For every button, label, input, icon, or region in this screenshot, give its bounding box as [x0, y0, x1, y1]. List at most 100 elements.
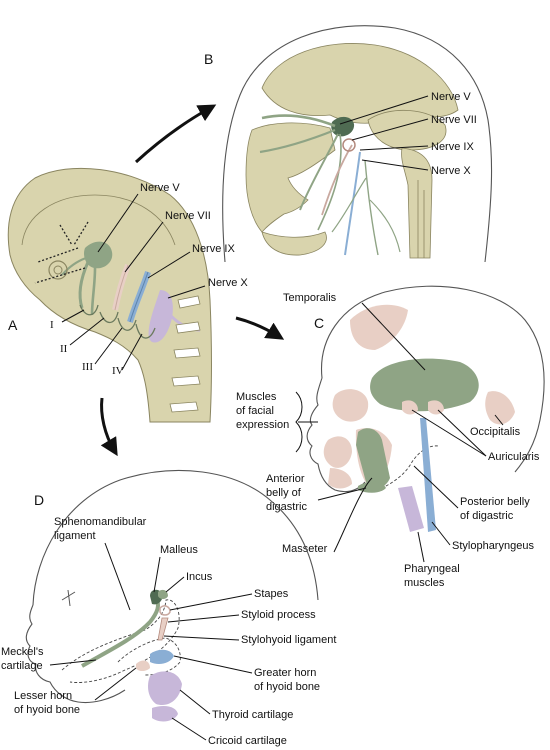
arrow-to-panel-d: [100, 397, 118, 457]
panel-b-cerebellum: [367, 109, 447, 151]
panel-c-label-masseter: Masseter: [282, 543, 328, 555]
panel-c-label-anterior-2: belly of: [266, 487, 302, 499]
panel-c-muscle-masseter: [356, 428, 390, 489]
panel-a-eye-inner: [53, 265, 63, 275]
panel-d-label-stylohyoid: Stylohyoid ligament: [241, 634, 336, 646]
panel-c-digastric-dashed: [371, 445, 439, 493]
panel-d-thyroid-cartilage: [148, 671, 182, 706]
panel-d-label-meckels-1: Meckel's: [1, 646, 44, 658]
arrow-to-panel-b: [134, 104, 217, 164]
panel-a-pharyngeal-arches: [79, 304, 156, 339]
panel-c-muscle-auricularis-2: [428, 400, 444, 415]
panel-c-stylopharyngeus: [420, 418, 436, 532]
panel-c-face-profile: [306, 377, 366, 493]
panel-c-label-stylopharyngeus: Stylopharyngeus: [452, 540, 534, 552]
panel-a-arch-ii: II: [60, 343, 68, 355]
panel-d-label-lesser-horn-1: Lesser horn: [14, 690, 72, 702]
panel-c-digastric-anterior: [358, 481, 386, 493]
panel-b-head-outline: [222, 25, 493, 263]
panel-d-cricoid-cartilage: [152, 706, 178, 722]
panel-b-letter: B: [204, 51, 213, 67]
panel-b-spinal-column: [417, 180, 425, 258]
panel-d-label-sphenomandibular-2: ligament: [54, 530, 96, 542]
panel-d-label-incus: Incus: [186, 571, 213, 583]
panel-d-label-lesser-horn-2: of hyoid bone: [14, 704, 80, 716]
panel-d-letter: D: [34, 492, 44, 508]
panel-c-label-facial-1: Muscles: [236, 391, 277, 403]
panel-c-label-pharyngeal-1: Pharyngeal: [404, 563, 460, 575]
panel-d-label-cricoid: Cricoid cartilage: [208, 735, 287, 747]
panel-c-label-posterior-2: of digastric: [460, 510, 514, 522]
panel-d-label-stapes: Stapes: [254, 588, 289, 600]
panel-b-label-nerve-ix: Nerve IX: [431, 141, 474, 153]
panel-b-brain: [261, 43, 459, 124]
panel-c-label-facial-2: of facial: [236, 405, 274, 417]
panel-a-label-nerve-vii: Nerve VII: [165, 210, 211, 222]
panel-a-embryo-body: [7, 167, 212, 423]
panel-a-nerve-ix: [127, 271, 151, 323]
panel-a-nerve-v: [61, 241, 113, 316]
panel-a-label-nerve-v: Nerve V: [140, 182, 180, 194]
panel-c-letter: C: [314, 315, 324, 331]
panel-d-label-thyroid: Thyroid cartilage: [212, 709, 293, 721]
panel-d: D Sphenomandibular ligament Malleus Incu…: [1, 469, 336, 747]
panel-a-label-nerve-ix: Nerve IX: [192, 243, 235, 255]
panel-d-styloid-process: [157, 617, 169, 641]
panel-d-label-greater-horn-2: of hyoid bone: [254, 681, 320, 693]
panel-a-arch-iii: III: [82, 361, 93, 373]
panel-c: C Temporalis Occipitalis Auricularis Mus…: [236, 285, 545, 589]
arrow-to-panel-c: [235, 316, 285, 340]
panel-a-label-nerve-x: Nerve X: [208, 277, 248, 289]
panel-c-label-occipitalis: Occipitalis: [470, 426, 521, 438]
panel-d-dashed-hyoid: [117, 637, 181, 676]
panel-a-dotted-arrows: [34, 221, 89, 284]
panel-c-muscle-chin: [328, 468, 352, 489]
panel-a-eye: [48, 260, 68, 280]
panel-d-dashed-mandible: [61, 599, 180, 683]
panel-a-dorsal-ganglia: [169, 295, 201, 413]
panel-b-mandible: [261, 231, 327, 256]
panel-d-face-profile: [25, 604, 126, 704]
panel-d-label-meckels-2: cartilage: [1, 660, 43, 672]
panel-b-nerve-branches: [259, 114, 401, 256]
panel-a-nerve-vii: [112, 263, 131, 311]
panel-c-muscle-orbit: [332, 389, 369, 422]
panel-a-arch-iv: IV: [112, 365, 124, 377]
panel-c-muscle-temporalis: [370, 358, 479, 412]
panel-c-label-anterior-1: Anterior: [266, 473, 305, 485]
panel-c-muscle-frontal: [350, 304, 408, 350]
panel-b-face: [245, 122, 336, 233]
panel-a: A Nerve V Nerve VII Nerve IX Nerve X I I…: [7, 167, 248, 423]
panel-b-inner-ear: [342, 138, 356, 152]
panel-b-label-nerve-v: Nerve V: [431, 91, 471, 103]
panel-d-greater-horn: [150, 649, 174, 664]
panel-b: B Nerve V Nerve VII Nerve IX Nerve X: [204, 25, 493, 263]
panel-d-label-styloid: Styloid process: [241, 609, 316, 621]
panel-d-label-sphenomandibular-1: Sphenomandibular: [54, 516, 147, 528]
panel-b-label-nerve-vii: Nerve VII: [431, 114, 477, 126]
panel-d-eye-lashes: [61, 589, 76, 607]
panel-c-label-facial-3: expression: [236, 419, 289, 431]
panel-d-incus: [158, 589, 168, 599]
panel-c-muscle-occipitalis: [485, 391, 515, 425]
panel-c-pharyngeal-muscles: [398, 486, 424, 532]
panel-c-label-pharyngeal-2: muscles: [404, 577, 445, 589]
panel-c-label-posterior-1: Posterior belly: [460, 496, 530, 508]
panel-c-label-auricularis: Auricularis: [488, 451, 540, 463]
panel-a-arch-i: I: [50, 319, 54, 331]
panel-c-muscle-cheek: [323, 436, 352, 468]
panel-d-meckels-cartilage: [81, 597, 160, 668]
panel-b-label-nerve-x: Nerve X: [431, 165, 471, 177]
panel-c-head-outline: [320, 285, 545, 473]
panel-d-head-outline: [32, 469, 319, 606]
panel-d-label-malleus: Malleus: [160, 544, 198, 556]
panel-d-lesser-horn: [136, 660, 150, 671]
panel-c-label-temporalis: Temporalis: [283, 292, 337, 304]
panel-a-forebrain-inner: [21, 194, 176, 246]
panel-d-label-greater-horn-1: Greater horn: [254, 667, 316, 679]
panel-d-stapes: [159, 605, 171, 616]
panel-b-brainstem: [401, 147, 433, 259]
panel-c-label-anterior-3: digastric: [266, 501, 307, 513]
panel-a-letter: A: [8, 317, 18, 333]
